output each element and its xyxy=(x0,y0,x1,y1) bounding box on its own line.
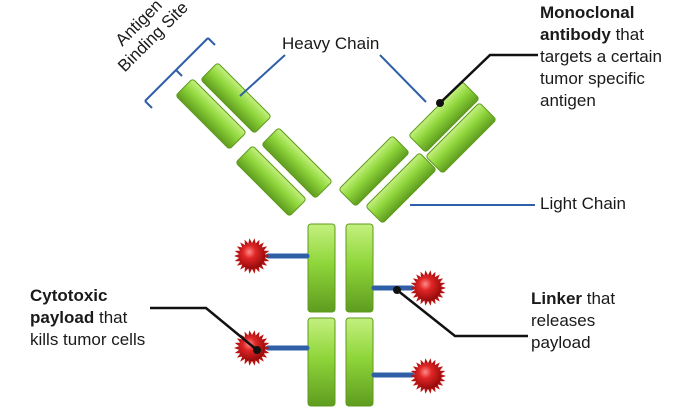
callout-lines xyxy=(150,53,538,351)
right-heavy-chain-outer xyxy=(426,103,496,173)
heavy-chain-pointer-left xyxy=(239,54,286,97)
payloads xyxy=(234,238,446,394)
stem-right-lower xyxy=(345,317,374,407)
pointer-lines xyxy=(239,54,535,206)
cytotoxic-bold-2: payload xyxy=(30,308,95,327)
monoclonal-callout xyxy=(439,53,538,104)
linker-text-3: payload xyxy=(531,333,591,352)
monoclonal-bold-2: antibody xyxy=(540,25,611,44)
cytotoxic-text-2: kills tumor cells xyxy=(30,330,146,349)
right-light-chain-inner xyxy=(339,136,409,206)
left-heavy-chain-inner xyxy=(262,128,332,198)
left-light-chain-inner xyxy=(236,146,306,216)
cytotoxic-payload-label: Cytotoxic payload that kills tumor cells xyxy=(30,285,145,351)
left-light-chain-outer xyxy=(176,79,246,149)
monoclonal-text-3: tumor specific xyxy=(540,69,645,88)
payload-lower-right xyxy=(415,363,441,389)
left-arm xyxy=(176,63,332,216)
heavy-chain-label: Heavy Chain xyxy=(282,34,380,53)
callout-dots xyxy=(253,99,444,354)
stem-left-lower xyxy=(307,317,336,407)
linker-bold: Linker xyxy=(531,289,583,308)
right-light-chain-outer xyxy=(409,82,479,152)
cytotoxic-text-1: that xyxy=(94,308,128,327)
linker-label: Linker that releases payload xyxy=(531,288,615,354)
monoclonal-text-2: targets a certain xyxy=(540,47,662,66)
linker-text-1: that xyxy=(582,289,616,308)
stem xyxy=(307,223,374,407)
cytotoxic-bold-1: Cytotoxic xyxy=(30,286,108,305)
light-chain-label: Light Chain xyxy=(540,194,627,213)
stem-left-upper xyxy=(307,223,336,313)
antigen-binding-bracket xyxy=(144,37,216,109)
linkers xyxy=(265,253,415,378)
stem-right-upper xyxy=(345,223,374,313)
monoclonal-bold-1: Monoclonal xyxy=(540,3,635,22)
right-arm xyxy=(339,82,496,223)
left-heavy-chain-outer xyxy=(201,63,271,133)
right-heavy-chain-inner xyxy=(366,153,436,223)
monoclonal-text-1: that xyxy=(610,25,644,44)
payload-upper-left xyxy=(239,243,265,269)
monoclonal-text-4: antigen xyxy=(540,91,596,110)
payload-upper-right xyxy=(415,275,441,301)
linker-text-2: releases xyxy=(531,311,596,330)
heavy-chain-pointer-right xyxy=(379,54,427,103)
cytotoxic-callout xyxy=(150,306,258,351)
monoclonal-antibody-label: Monoclonal antibody that targets a certa… xyxy=(540,2,662,112)
linker-callout xyxy=(396,289,528,338)
